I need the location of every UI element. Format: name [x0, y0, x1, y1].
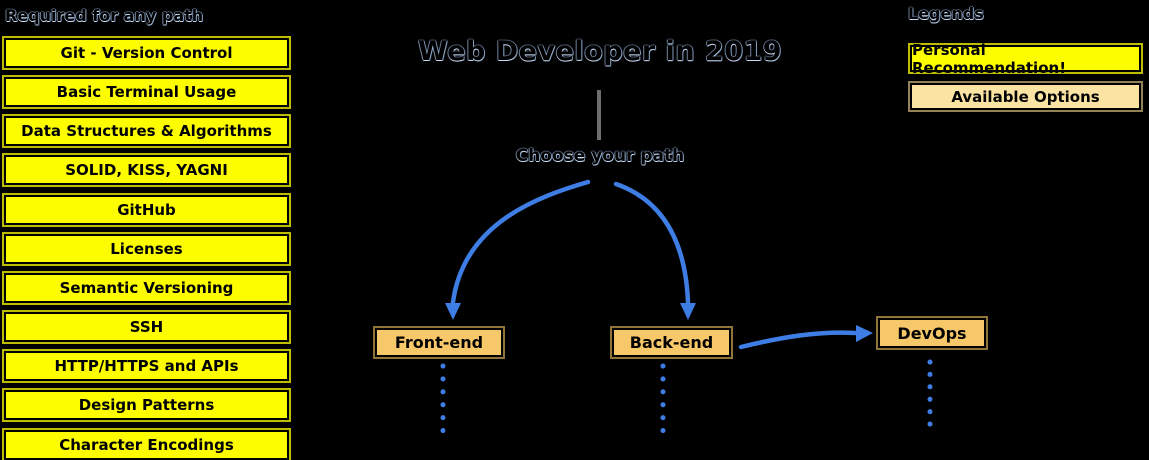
- required-item-licenses[interactable]: Licenses: [4, 234, 289, 264]
- required-item-terminal[interactable]: Basic Terminal Usage: [4, 77, 289, 107]
- legend-title: Legends: [908, 4, 984, 23]
- required-item-label: GitHub: [117, 201, 176, 219]
- backend-to-devops-arrow: [738, 330, 858, 350]
- required-item-label: Git - Version Control: [60, 44, 233, 62]
- page-title: Web Developer in 2019: [417, 36, 783, 67]
- required-item-git[interactable]: Git - Version Control: [4, 38, 289, 68]
- node-backend[interactable]: Back-end: [612, 328, 731, 357]
- required-item-patterns[interactable]: Design Patterns: [4, 390, 289, 420]
- required-item-encodings[interactable]: Character Encodings: [4, 430, 289, 460]
- branch-arrow-right: [613, 181, 691, 305]
- arrowhead-down-right-icon: [680, 303, 696, 320]
- required-item-label: Basic Terminal Usage: [56, 83, 237, 101]
- choose-path-label: Choose your path: [515, 146, 685, 166]
- node-frontend-label: Front-end: [394, 333, 484, 352]
- required-item-dsa[interactable]: Data Structures & Algorithms: [4, 116, 289, 146]
- legend-item-label: Available Options: [951, 87, 1100, 106]
- node-frontend[interactable]: Front-end: [375, 328, 503, 357]
- node-devops[interactable]: DevOps: [878, 318, 986, 348]
- legend-item-personal-recommendation: Personal Recommendation!: [910, 41, 1141, 77]
- required-item-github[interactable]: GitHub: [4, 195, 289, 225]
- required-item-solid[interactable]: SOLID, KISS, YAGNI: [4, 155, 289, 185]
- legend-item-available-options: Available Options: [910, 83, 1141, 110]
- required-item-label: Data Structures & Algorithms: [21, 122, 272, 140]
- required-item-http[interactable]: HTTP/HTTPS and APIs: [4, 351, 289, 381]
- divider-line: [597, 90, 601, 140]
- required-item-label: Licenses: [110, 240, 183, 258]
- required-item-label: Character Encodings: [59, 436, 234, 454]
- node-backend-label: Back-end: [629, 333, 714, 352]
- required-item-ssh[interactable]: SSH: [4, 312, 289, 342]
- required-item-label: SSH: [129, 318, 164, 336]
- node-devops-label: DevOps: [897, 323, 967, 343]
- arrowhead-down-left-icon: [445, 303, 461, 320]
- required-item-label: Design Patterns: [78, 396, 215, 414]
- required-item-label: Semantic Versioning: [59, 279, 234, 297]
- required-item-label: HTTP/HTTPS and APIs: [54, 357, 239, 375]
- branch-arrow-left: [450, 179, 591, 305]
- required-column-title: Required for any path: [5, 6, 204, 25]
- arrowhead-right-icon: [856, 325, 873, 342]
- legend-item-label: Personal Recommendation!: [912, 40, 1067, 77]
- required-item-semver[interactable]: Semantic Versioning: [4, 273, 289, 303]
- required-item-label: SOLID, KISS, YAGNI: [65, 161, 228, 179]
